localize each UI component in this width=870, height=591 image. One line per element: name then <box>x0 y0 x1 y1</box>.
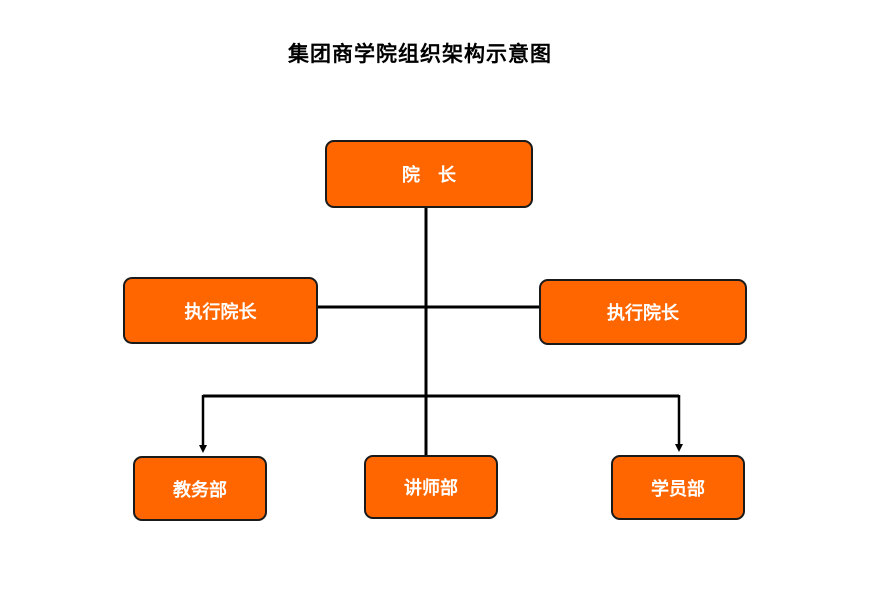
diagram-title: 集团商学院组织架构示意图 <box>288 41 552 66</box>
academic-affairs-box: 教务部 <box>133 456 267 521</box>
dean-box: 院 长 <box>325 140 533 208</box>
executive-dean-right-box: 执行院长 <box>539 279 747 345</box>
lecturer-dept-box: 讲师部 <box>364 455 498 519</box>
student-dept-box: 学员部 <box>611 455 745 520</box>
executive-dean-left-box: 执行院长 <box>123 277 318 344</box>
